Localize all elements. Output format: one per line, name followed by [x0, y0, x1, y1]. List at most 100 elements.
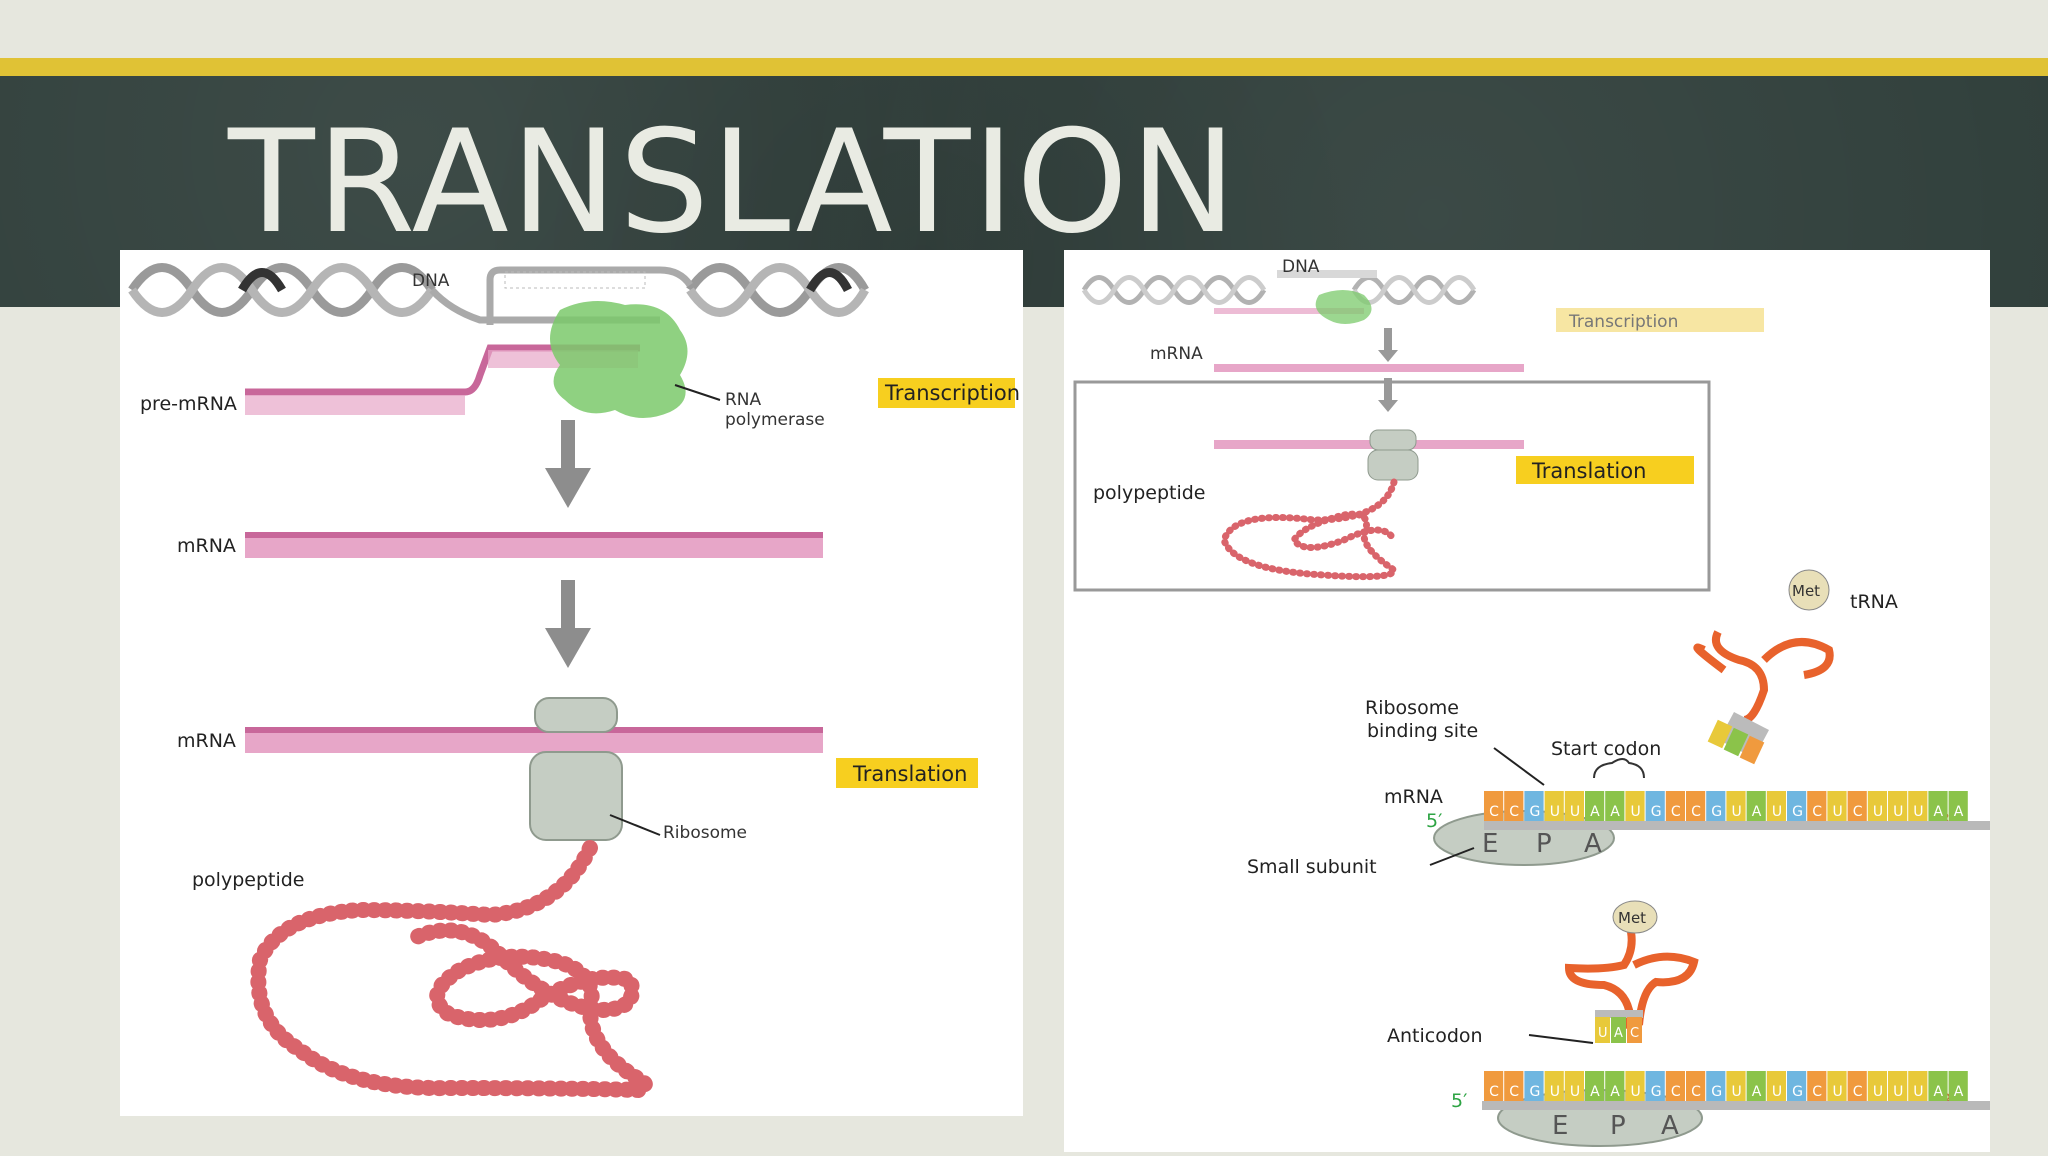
transcription-tag-small: Transcription: [1568, 312, 1678, 332]
right-diagram-panel: DNA Transcription mRNA Translation polyp…: [1064, 250, 1994, 1152]
anticodon-block: [1611, 1017, 1626, 1043]
mrna-label-small: mRNA: [1150, 344, 1203, 364]
trna-label: tRNA: [1850, 591, 1898, 613]
nucleotide-block: [1706, 1071, 1726, 1101]
nucleotide-block: [1766, 1071, 1786, 1101]
nucleotide-letter: U: [1732, 1084, 1742, 1100]
translation-tag-inset: Translation: [1531, 459, 1646, 483]
nucleotide-block: [1524, 1071, 1544, 1101]
nucleotide-letter: U: [1893, 1084, 1903, 1100]
anticodon-top: [1707, 719, 1765, 765]
translation-tag-box-inset: [1516, 456, 1694, 484]
dna-label-small: DNA: [1282, 257, 1320, 277]
nucleotide-letter: C: [1671, 1084, 1681, 1100]
nucleotide-letter: A: [1934, 804, 1944, 820]
nucleotide-letter: G: [1530, 804, 1541, 820]
ribosome-binding-label-2: binding site: [1367, 720, 1478, 742]
nucleotide-letter: U: [1772, 1084, 1782, 1100]
nucleotide-block: [1867, 1071, 1887, 1101]
nucleotide-block: [1928, 1071, 1948, 1101]
anticodon-letter: A: [1614, 1026, 1623, 1041]
nucleotide-block: [1807, 791, 1827, 821]
nucleotide-block: [1686, 791, 1706, 821]
nucleotide-letter: G: [1711, 804, 1722, 820]
anticodon-block: [1595, 1017, 1610, 1043]
slide-title: TRANSLATION: [228, 100, 1239, 265]
nucleotide-block: [1706, 791, 1726, 821]
nucleotide-block: [1544, 791, 1564, 821]
nucleotide-block: [1746, 791, 1766, 821]
mrna-label-1: mRNA: [177, 535, 236, 557]
nucleotide-letter: A: [1934, 1084, 1944, 1100]
nucleotide-letter: G: [1651, 804, 1662, 820]
nucleotide-letter: U: [1873, 804, 1883, 820]
transcription-tag-box-small: [1556, 308, 1764, 332]
nucleotide-letter: G: [1651, 1084, 1662, 1100]
anticodon-label: Anticodon: [1387, 1025, 1483, 1047]
mrna-strand-1: [245, 532, 823, 558]
nucleotide-letter: U: [1570, 804, 1580, 820]
nucleotide-letter: U: [1631, 1084, 1641, 1100]
nucleotide-block: [1888, 791, 1908, 821]
nucleotide-block: [1928, 791, 1948, 821]
transcription-tag-box: [878, 378, 1015, 408]
nucleotide-block: [1827, 1071, 1847, 1101]
nucleotide-block: [1524, 791, 1544, 821]
nucleotide-letter: A: [1590, 1084, 1600, 1100]
nucleotide-letter: G: [1792, 1084, 1803, 1100]
nucleotide-letter: C: [1489, 804, 1499, 820]
down-arrow-1: [545, 420, 591, 508]
nucleotide-block: [1807, 1071, 1827, 1101]
nucleotide-letter: U: [1570, 1084, 1580, 1100]
nucleotide-block: [1787, 791, 1807, 821]
nucleotide-block: [1625, 1071, 1645, 1101]
nucleotide-letter: C: [1509, 1084, 1519, 1100]
nucleotide-letter: U: [1913, 804, 1923, 820]
mrna-seq-label: mRNA: [1384, 786, 1443, 808]
nucleotide-letter: G: [1711, 1084, 1722, 1100]
transcription-tag: Transcription: [884, 381, 1020, 405]
nucleotide-letter: U: [1893, 804, 1903, 820]
nucleotide-block: [1564, 791, 1584, 821]
nucleotide-block: [1585, 1071, 1605, 1101]
polypeptide-label-inset: polypeptide: [1093, 482, 1206, 504]
ribosome-small: [529, 751, 623, 841]
mrna-strand-2: [245, 727, 823, 753]
nucleotide-letter: G: [1792, 804, 1803, 820]
met-ball-bottom: [1612, 900, 1658, 934]
nucleotide-block: [1544, 1071, 1564, 1101]
anticodon-letter: U: [1598, 1026, 1608, 1041]
nucleotide-letter: A: [1954, 1084, 1964, 1100]
arrow-small-2: [1378, 378, 1398, 412]
nucleotide-letter: U: [1550, 804, 1560, 820]
rna-polymerase-blob: [550, 301, 688, 419]
nucleotide-letter: A: [1752, 804, 1762, 820]
nucleotide-block: [1665, 1071, 1685, 1101]
nucleotide-block: [1867, 791, 1887, 821]
nucleotide-block: [1766, 791, 1786, 821]
nucleotide-block: [1645, 1071, 1665, 1101]
nucleotide-block: [1504, 791, 1524, 821]
left-diagram-panel: DNA pre-mRNA RNA polymerase Transcriptio…: [120, 250, 1023, 1116]
ribosome-inset-large: [1369, 429, 1417, 451]
nucleotide-block: [1726, 791, 1746, 821]
met-label-top: Met: [1792, 582, 1820, 600]
nucleotide-block: [1625, 791, 1645, 821]
nucleotide-letter: G: [1530, 1084, 1541, 1100]
nucleotide-block: [1847, 791, 1867, 821]
nucleotide-letter: U: [1631, 804, 1641, 820]
translation-tag-box: [836, 758, 978, 788]
down-arrow-2: [545, 580, 591, 668]
nucleotide-letter: U: [1833, 1084, 1843, 1100]
site-a-1: A: [1584, 829, 1602, 859]
gold-accent-bar: [0, 58, 2048, 76]
mrna-strand-inset: [1214, 440, 1524, 449]
nucleotide-letter: C: [1853, 1084, 1863, 1100]
rna-polymerase-label-2: polymerase: [725, 410, 825, 430]
nucleotide-letter: C: [1853, 804, 1863, 820]
nucleotide-letter: A: [1954, 804, 1964, 820]
mrna-backbone-1: [1484, 821, 1994, 830]
